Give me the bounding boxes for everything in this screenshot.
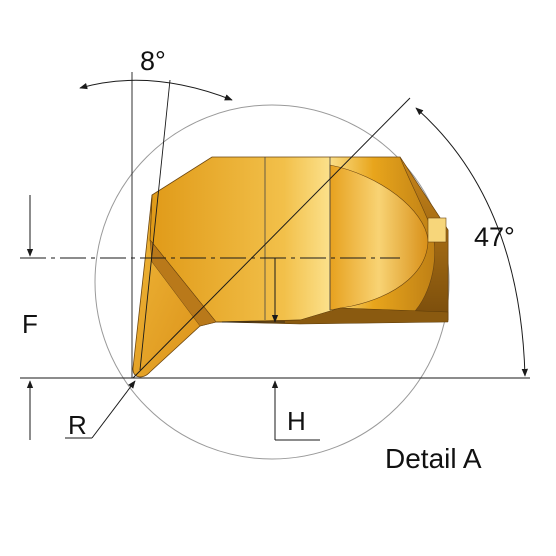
angle-47-arc xyxy=(415,107,528,377)
angle-47-label: 47° xyxy=(474,222,515,252)
cutting-insert xyxy=(132,156,449,378)
inclined-reference-line xyxy=(139,79,171,371)
r-leader-arrow xyxy=(91,380,136,439)
h-label: H xyxy=(287,406,306,436)
r-label: R xyxy=(68,410,87,440)
caption-detail-a: Detail A xyxy=(385,443,482,474)
f-label: F xyxy=(22,309,38,339)
angle-8-arc xyxy=(79,79,233,101)
insert-chamfer xyxy=(149,239,217,327)
diagonal-47-line xyxy=(132,97,411,379)
angle-8-label: 8° xyxy=(140,46,166,76)
insert-notch xyxy=(427,217,447,243)
